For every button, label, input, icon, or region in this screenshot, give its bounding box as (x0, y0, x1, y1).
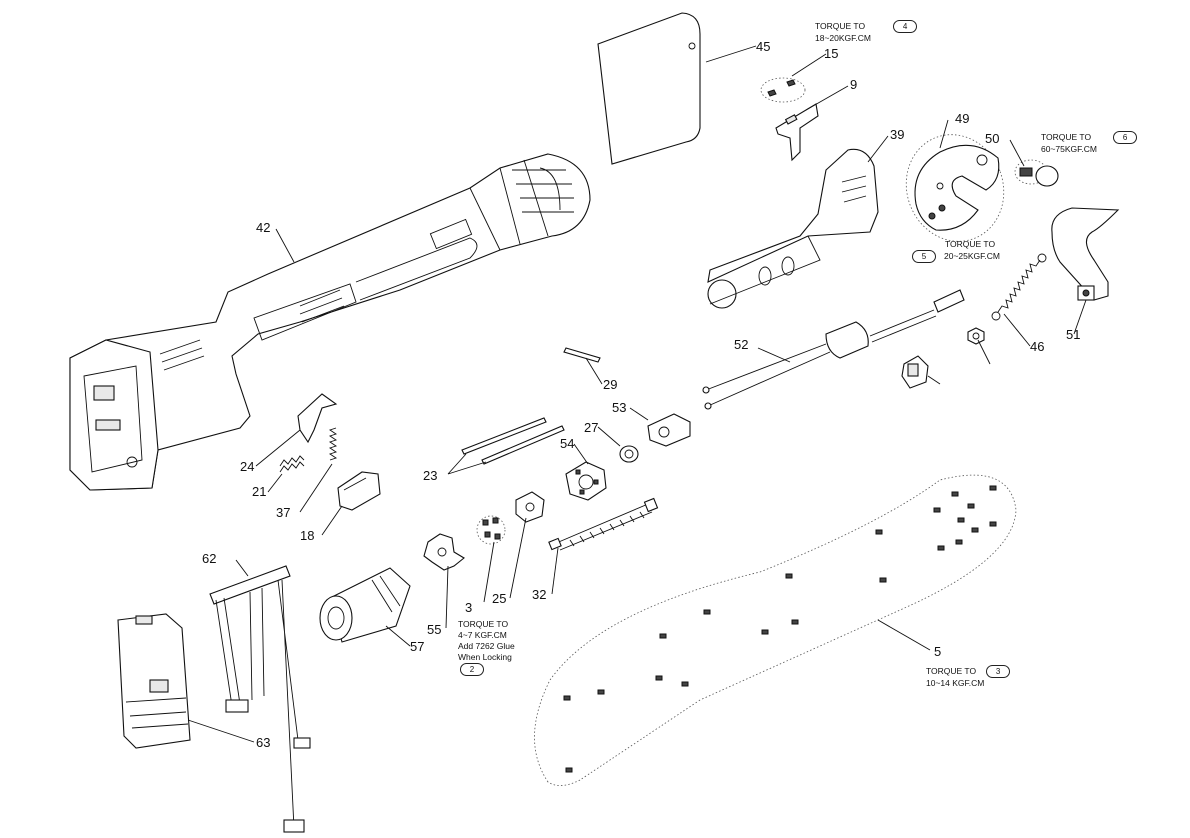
part-cable-clamp (901, 355, 929, 389)
part-53-holder (647, 413, 691, 447)
part-63-battery-housing (117, 613, 191, 749)
callout-27: 27 (584, 420, 599, 435)
torque-note-6-line2: 60~75KGF.CM (1041, 144, 1097, 154)
callout-24: 24 (240, 459, 255, 474)
part-25-flange (515, 491, 545, 523)
part-23-rods (461, 417, 565, 465)
part-55-mounting-plate (423, 533, 465, 571)
callout-50: 50 (985, 131, 1000, 146)
callout-52: 52 (734, 337, 749, 352)
callout-25: 25 (492, 591, 507, 606)
part-49-blade (905, 134, 1005, 242)
torque-note-2-line1: TORQUE TO (458, 619, 509, 629)
torque-badge-2: 2 (460, 663, 484, 676)
part-37-spring (328, 427, 338, 461)
part-46-spring (991, 253, 1047, 321)
part-62-pcb-bracket (209, 565, 311, 833)
torque-note-3: TORQUE TO 3 10~14 KGF.CM (926, 665, 1011, 689)
part-24-trigger (297, 393, 338, 444)
callout-39: 39 (890, 127, 905, 142)
callout-42: 42 (256, 220, 271, 235)
callout-32: 32 (532, 587, 547, 602)
torque-badge-6: 6 (1113, 131, 1138, 144)
torque-note-2-line3: Add 7262 Glue (458, 641, 515, 651)
part-9-bracket (775, 103, 819, 162)
torque-note-6-line1: TORQUE TO (1041, 132, 1092, 142)
callout-55: 55 (427, 622, 442, 637)
torque-note-2-line2: 4~7 KGF.CM (458, 630, 507, 640)
callout-45: 45 (756, 39, 771, 54)
callout-63: 63 (256, 735, 271, 750)
part-3-screws (476, 515, 506, 545)
callout-57: 57 (410, 639, 425, 654)
part-15-screws (760, 77, 806, 103)
torque-note-4: TORQUE TO 4 18~20KGF.CM (815, 20, 918, 44)
part-39-blade-holder (707, 148, 879, 309)
callout-51: 51 (1066, 327, 1081, 342)
callout-15: 15 (824, 46, 839, 61)
part-52-cable (702, 289, 965, 410)
callout-49: 49 (955, 111, 970, 126)
torque-note-4-line1: TORQUE TO (815, 21, 866, 31)
part-50-knob (1014, 159, 1059, 187)
part-32-threaded-rod (548, 497, 659, 551)
callout-5: 5 (934, 644, 942, 659)
callout-21: 21 (252, 484, 267, 499)
part-nut (967, 327, 985, 345)
torque-badge-5: 5 (912, 250, 936, 263)
torque-note-3-line2: 10~14 KGF.CM (926, 678, 985, 688)
callout-46: 46 (1030, 339, 1045, 354)
callout-29: 29 (603, 377, 618, 392)
part-57-motor (319, 567, 411, 643)
callout-18: 18 (300, 528, 315, 543)
leader-lines (187, 45, 1087, 743)
torque-badge-4: 4 (893, 20, 918, 33)
torque-note-5-line1: TORQUE TO (945, 239, 996, 249)
torque-note-2-line4: When Locking (458, 652, 512, 662)
callout-53: 53 (612, 400, 627, 415)
part-27-bearing (619, 445, 639, 463)
torque-note-6: TORQUE TO 6 60~75KGF.CM (1041, 131, 1138, 155)
callout-23: 23 (423, 468, 438, 483)
part-45-cover-plate (597, 12, 701, 165)
part-18-button (337, 471, 381, 511)
part-29-pin (563, 347, 601, 363)
part-54-gear (565, 461, 607, 501)
callout-3: 3 (465, 600, 473, 615)
part-42-main-housing (69, 153, 591, 491)
part-21-spring (279, 455, 305, 473)
part-51-upper-blade (1051, 207, 1120, 301)
torque-note-3-line1: TORQUE TO (926, 666, 977, 676)
torque-note-5-line2: 20~25KGF.CM (944, 251, 1000, 261)
callout-37: 37 (276, 505, 291, 520)
torque-note-5: TORQUE TO 5 20~25KGF.CM (912, 239, 1000, 263)
torque-note-2: TORQUE TO 4~7 KGF.CM Add 7262 Glue When … (458, 619, 515, 676)
callout-54: 54 (560, 436, 575, 451)
torque-badge-3: 3 (986, 665, 1011, 678)
callout-62: 62 (202, 551, 217, 566)
part-5-screw-set (534, 474, 1017, 786)
callout-9: 9 (850, 77, 858, 92)
torque-note-4-line2: 18~20KGF.CM (815, 33, 871, 43)
